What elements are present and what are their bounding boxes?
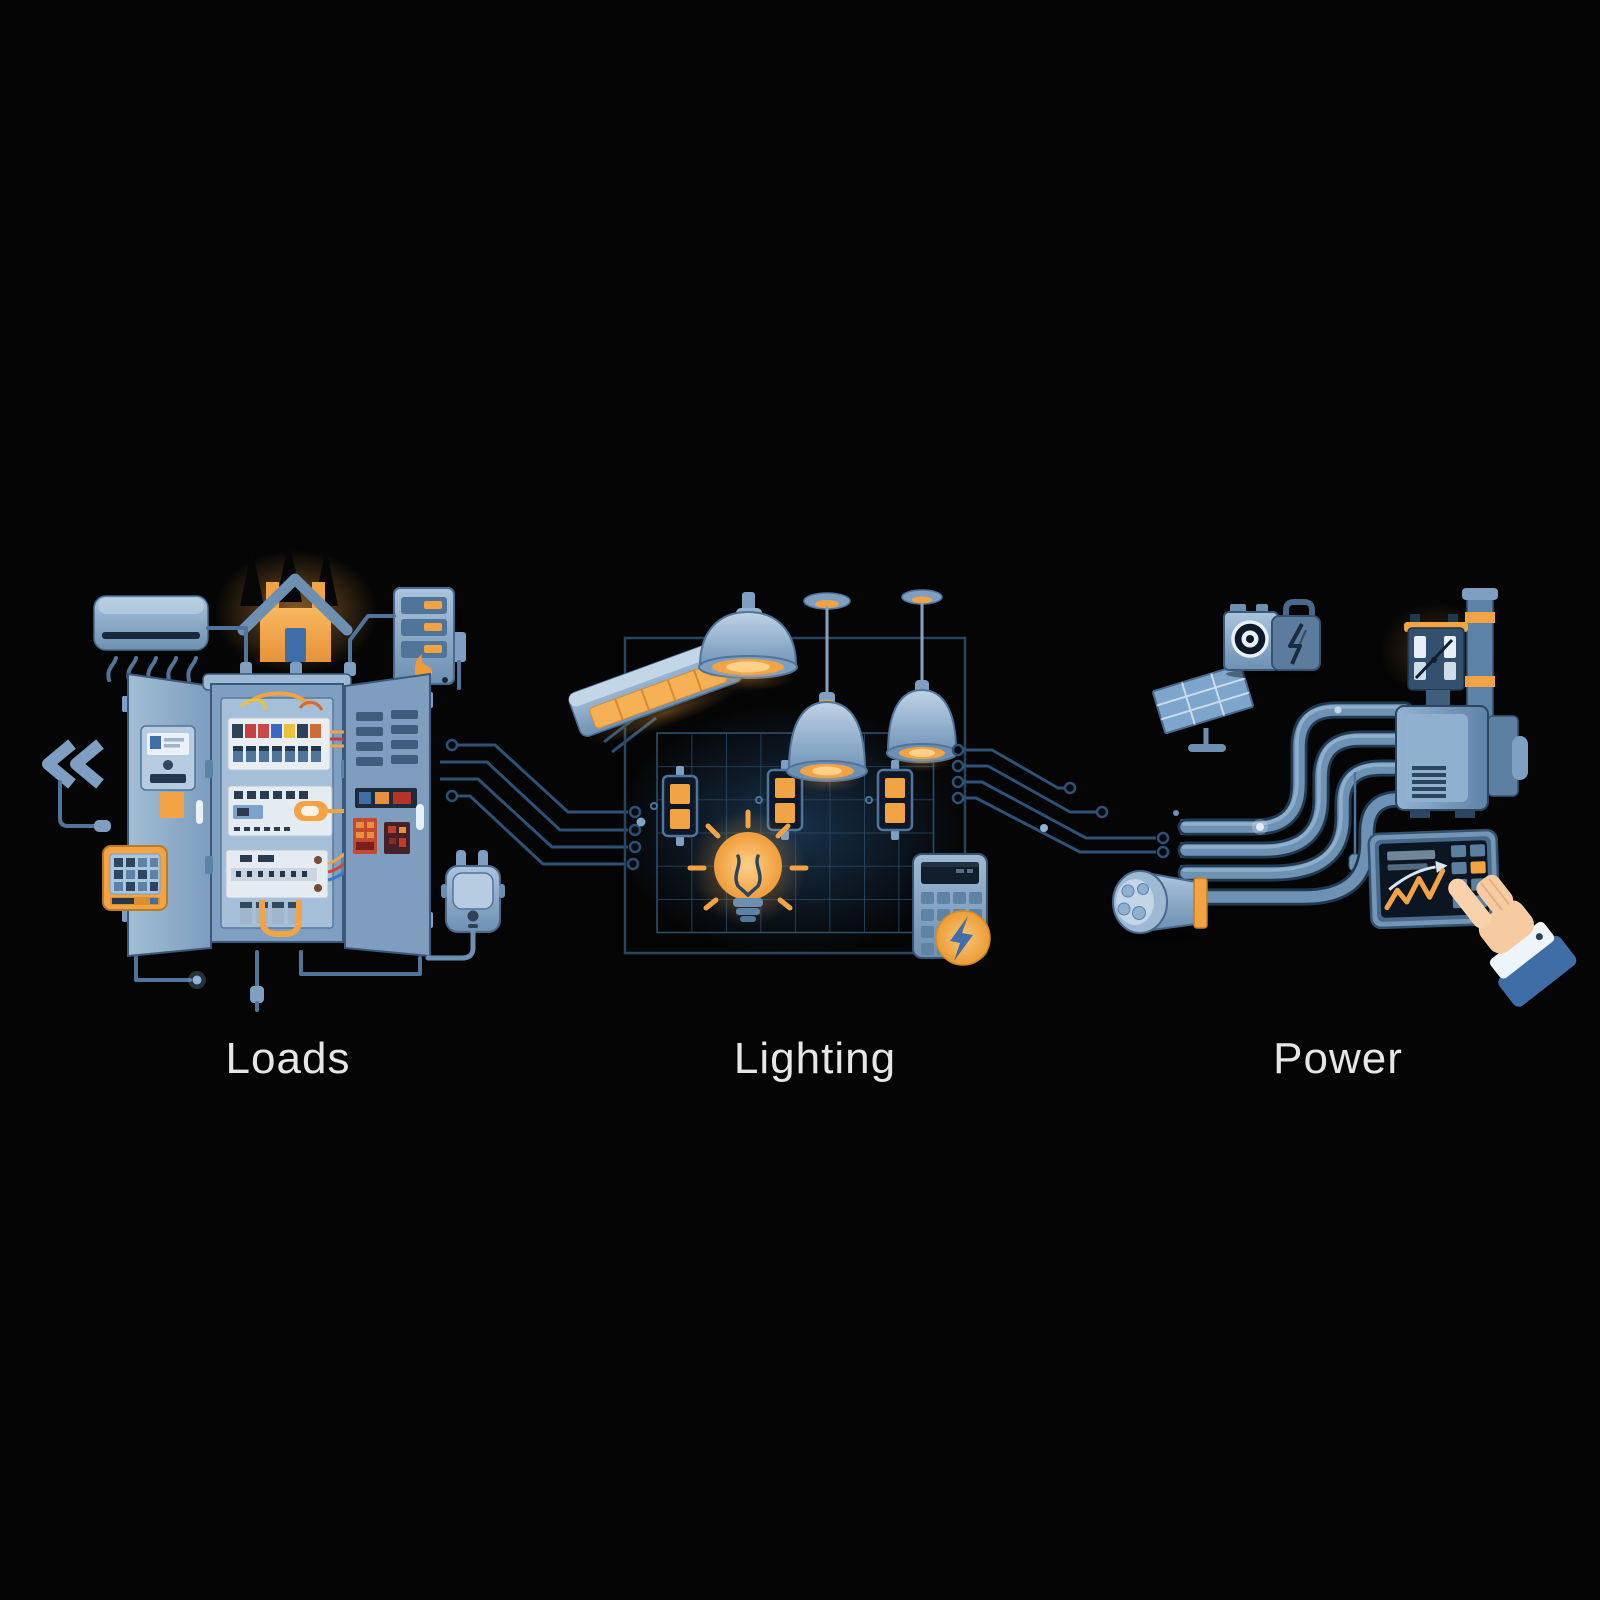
fixture-symbol (650, 766, 699, 846)
power-label: Power (1273, 1034, 1403, 1083)
light-bulb-icon (687, 809, 809, 926)
pendant-lamp-icon (886, 589, 958, 772)
fuel-can-handle (1283, 599, 1315, 616)
solar-panel-icon (1152, 664, 1254, 752)
trend-arrow (1388, 865, 1436, 891)
industrial-plug-icon (1112, 790, 1414, 941)
exhaust-stack (1462, 588, 1498, 725)
rewind-chevrons-icon (42, 739, 111, 832)
lightning-bolt (950, 916, 973, 961)
portable-generator-icon (1223, 599, 1321, 679)
lightning-badge-icon (935, 910, 991, 966)
orange-wire-loop (259, 900, 302, 937)
circuit-traces-lighting-right (951, 743, 1170, 859)
panel-right-door (344, 672, 433, 958)
meter-module-icon (140, 725, 196, 791)
conduit-cables (1173, 701, 1414, 882)
sleeve (1498, 935, 1577, 1007)
breaker-panel-icon (122, 614, 433, 1012)
air-conditioner-icon (93, 595, 209, 682)
door-handle (196, 800, 203, 824)
lightning-scribble (1288, 623, 1304, 665)
house-door (285, 628, 306, 662)
bulb-rays (687, 809, 809, 911)
panel-cabinet (202, 673, 357, 943)
glow-spike (240, 548, 264, 606)
pendant-lamp-icon (786, 592, 868, 792)
fixture-symbol (755, 760, 804, 840)
door-handle (416, 804, 424, 830)
server-icon (393, 587, 466, 690)
line-chart (1384, 868, 1446, 911)
power-illustration (1112, 588, 1577, 1007)
breaker-row-top (227, 717, 344, 771)
keypad-controller-icon (102, 845, 168, 911)
vent-slats (1412, 766, 1446, 798)
hand-pointer-icon (1448, 874, 1577, 1007)
strip-light-icon (568, 637, 743, 744)
orange-tag (160, 792, 184, 818)
highlighted-button (1470, 861, 1486, 874)
index-finger (1448, 878, 1492, 929)
breaker-row-middle (227, 785, 344, 837)
panel-left-door (122, 672, 212, 958)
loads-label: Loads (225, 1034, 351, 1083)
lighting-label: Lighting (733, 1034, 897, 1083)
meter-head (1404, 614, 1468, 691)
lighting-illustration (568, 589, 1170, 966)
loads-illustration (42, 540, 657, 1012)
plug-collar (1193, 877, 1208, 929)
calculator-icon (912, 853, 991, 966)
transformer-icon (1380, 588, 1528, 818)
dome-pendant-lamp-icon (698, 592, 798, 691)
folded-fingers (1476, 874, 1514, 914)
cable-connector (94, 820, 111, 832)
power-plug-icon (425, 850, 505, 961)
flame-mark (414, 654, 433, 678)
house-icon (214, 540, 378, 674)
label-sticker (384, 822, 410, 854)
